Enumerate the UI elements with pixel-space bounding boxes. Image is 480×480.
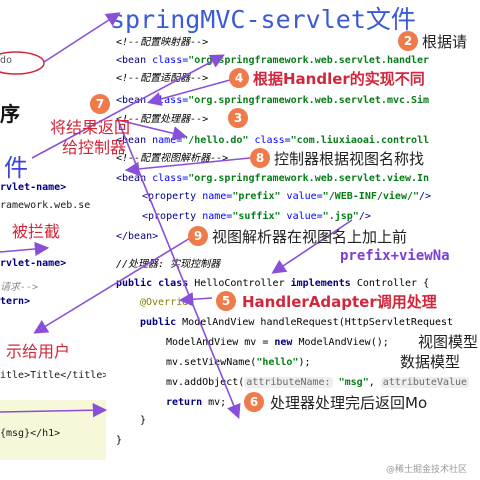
step-9-formula: prefix+viewNa <box>340 248 450 264</box>
method-signature: public ModelAndView handleRequest(HttpSe… <box>140 317 454 328</box>
comment-mapper: <!--配置映射器--> <box>116 37 209 48</box>
comment-adapter: <!--配置适配器--> <box>116 73 209 84</box>
bean-viewresolver: <bean class="org.springframework.web.ser… <box>116 173 430 184</box>
side-note-data-model: 数据模型 <box>400 353 461 371</box>
class-declaration: public class HelloController implements … <box>116 278 430 289</box>
return-line: return mv; <box>166 397 227 408</box>
bean-adapter: <bean class="org.springframework.web.ser… <box>116 95 430 106</box>
left-line-6: itle>Title</title> <box>0 370 106 381</box>
step-4-badge: 4 <box>229 68 249 88</box>
step-5-badge: 5 <box>216 291 236 311</box>
property-suffix: <property name="suffix" value=".jsp"/> <box>142 211 371 222</box>
comment-viewresolver: <!--配置视图解析器--> <box>116 153 229 164</box>
left-line-2: ramework.web.se <box>0 200 91 211</box>
side-note-view-model: 视图模型 <box>418 333 479 351</box>
section-title: 序 <box>0 102 20 126</box>
step-6-badge: 6 <box>244 392 264 412</box>
bean-processor: <bean name="/hello.do" class="com.liuxia… <box>116 135 430 146</box>
method-close-brace: } <box>140 415 147 426</box>
blue-char: 件 <box>4 154 28 182</box>
override-annotation: @Override <box>140 297 195 308</box>
property-prefix: <property name="prefix" value="/WEB-INF/… <box>142 191 432 202</box>
left-line-3: rvlet-name> <box>0 258 67 269</box>
bean-mapper: <bean class="org.springframework.web.ser… <box>116 55 430 66</box>
step-2-text: 根据请 <box>422 33 468 51</box>
step-7-text-1: 将结果返回 <box>50 118 131 137</box>
comment-handler: //处理器: 实现控制器 <box>116 259 221 270</box>
step-7-text-2: 给控制器 <box>62 138 127 157</box>
class-close-brace: } <box>116 435 123 446</box>
step-5-text: HandlerAdapter调用处理 <box>242 293 437 311</box>
left-line-1: rvlet-name> <box>0 182 67 193</box>
step-4-text: 根据Handler的实现不同 <box>253 70 425 88</box>
step-8-text: 控制器根据视图名称找 <box>274 150 425 168</box>
step-3-badge: 3 <box>228 108 248 128</box>
add-object-line: mv.addObject(attributeName: "msg", attri… <box>166 377 470 388</box>
mv-new-line: ModelAndView mv = new ModelAndView(); <box>166 337 389 348</box>
set-view-line: mv.setViewName("hello"); <box>166 357 311 368</box>
intercepted-label: 被拦截 <box>12 222 61 241</box>
left-line-4: 请求--> <box>0 282 39 293</box>
oval-text: do <box>0 55 13 66</box>
left-line-5: tern> <box>0 296 31 307</box>
left-line-7: {msg}</h1> <box>0 428 61 439</box>
watermark: @稀土掘金技术社区 <box>386 465 468 475</box>
step-8-badge: 8 <box>250 148 270 168</box>
left-panel: do 序 件 rvlet-name> ramework.web.se 被拦截 r… <box>0 0 106 480</box>
show-user-label: 示给用户 <box>6 342 71 361</box>
step-7-badge: 7 <box>90 94 110 114</box>
step-9-text: 视图解析器在视图名上加上前 <box>212 228 408 246</box>
step-2-badge: 2 <box>398 31 418 51</box>
bean-close: </bean> <box>116 231 159 242</box>
step-6-text: 处理器处理完后返回Mo <box>270 394 428 412</box>
page-title: springMVC-servlet文件 <box>110 5 416 34</box>
step-9-badge: 9 <box>188 226 208 246</box>
